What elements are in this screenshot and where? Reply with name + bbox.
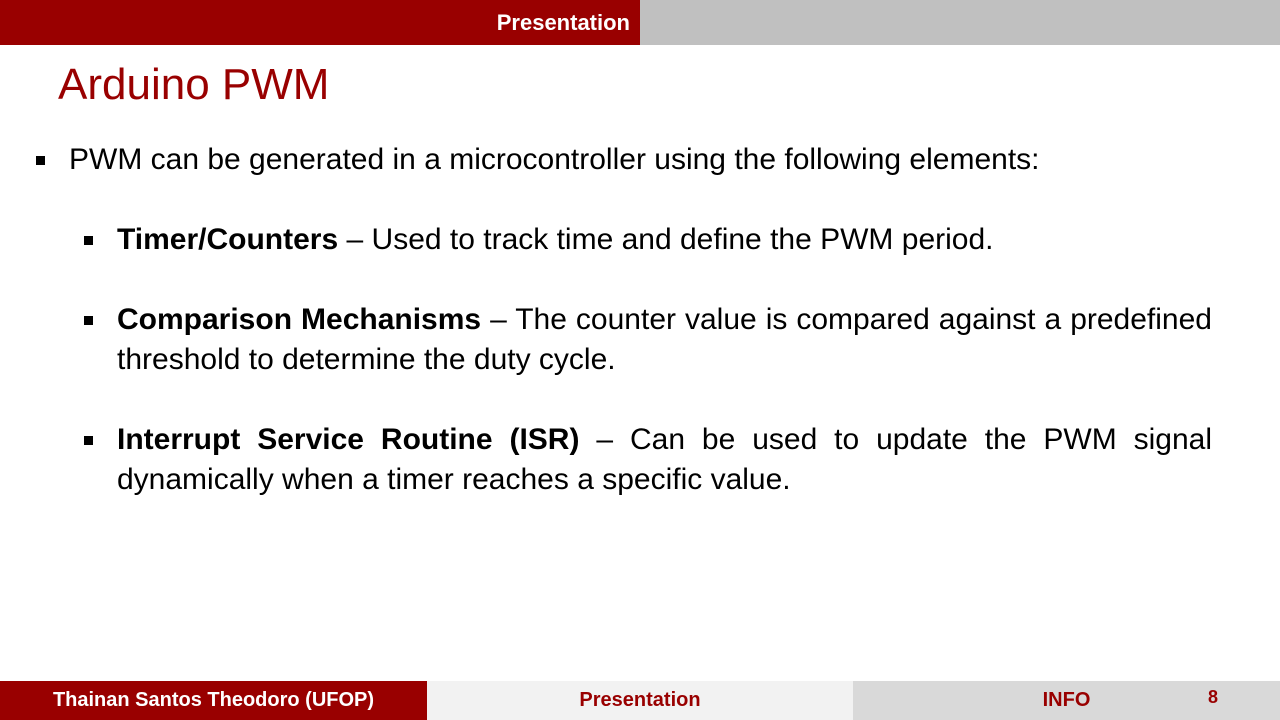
item-term: Timer/Counters [117,223,339,256]
intro-text: PWM can be generated in a microcontrolle… [69,143,1040,176]
square-bullet-icon [36,156,45,165]
item-description: – Can be used to update the PWM signal d… [117,423,1212,496]
square-bullet-icon [84,436,93,445]
bullet-item: Interrupt Service Routine (ISR) – Can be… [84,420,1212,500]
square-bullet-icon [84,236,93,245]
footer-info-cell: INFO 8 [853,681,1280,720]
bullet-intro: PWM can be generated in a microcontrolle… [36,140,1220,180]
bullet-item: Comparison Mechanisms – The counter valu… [84,300,1212,380]
page-number: 8 [1207,687,1218,707]
bullet-item: Timer/Counters – Used to track time and … [84,220,1212,260]
item-term: Comparison Mechanisms [117,303,482,336]
footer-author: Thainan Santos Theodoro (UFOP) [0,681,427,720]
footer-bar: Thainan Santos Theodoro (UFOP) Presentat… [0,681,1280,720]
header-right-band [640,0,1280,45]
square-bullet-icon [84,316,93,325]
header-section-label: Presentation [0,0,640,45]
item-description: – Used to track time and define the PWM … [338,223,994,256]
item-description: – The counter value is compared against … [117,303,1212,376]
footer-section: Presentation [427,681,853,720]
header-bar: Presentation [0,0,1280,45]
slide-title: Arduino PWM [58,60,330,109]
footer-info: INFO [1042,689,1091,711]
slide-body: PWM can be generated in a microcontrolle… [0,140,1280,500]
item-term: Interrupt Service Routine (ISR) [117,423,580,456]
